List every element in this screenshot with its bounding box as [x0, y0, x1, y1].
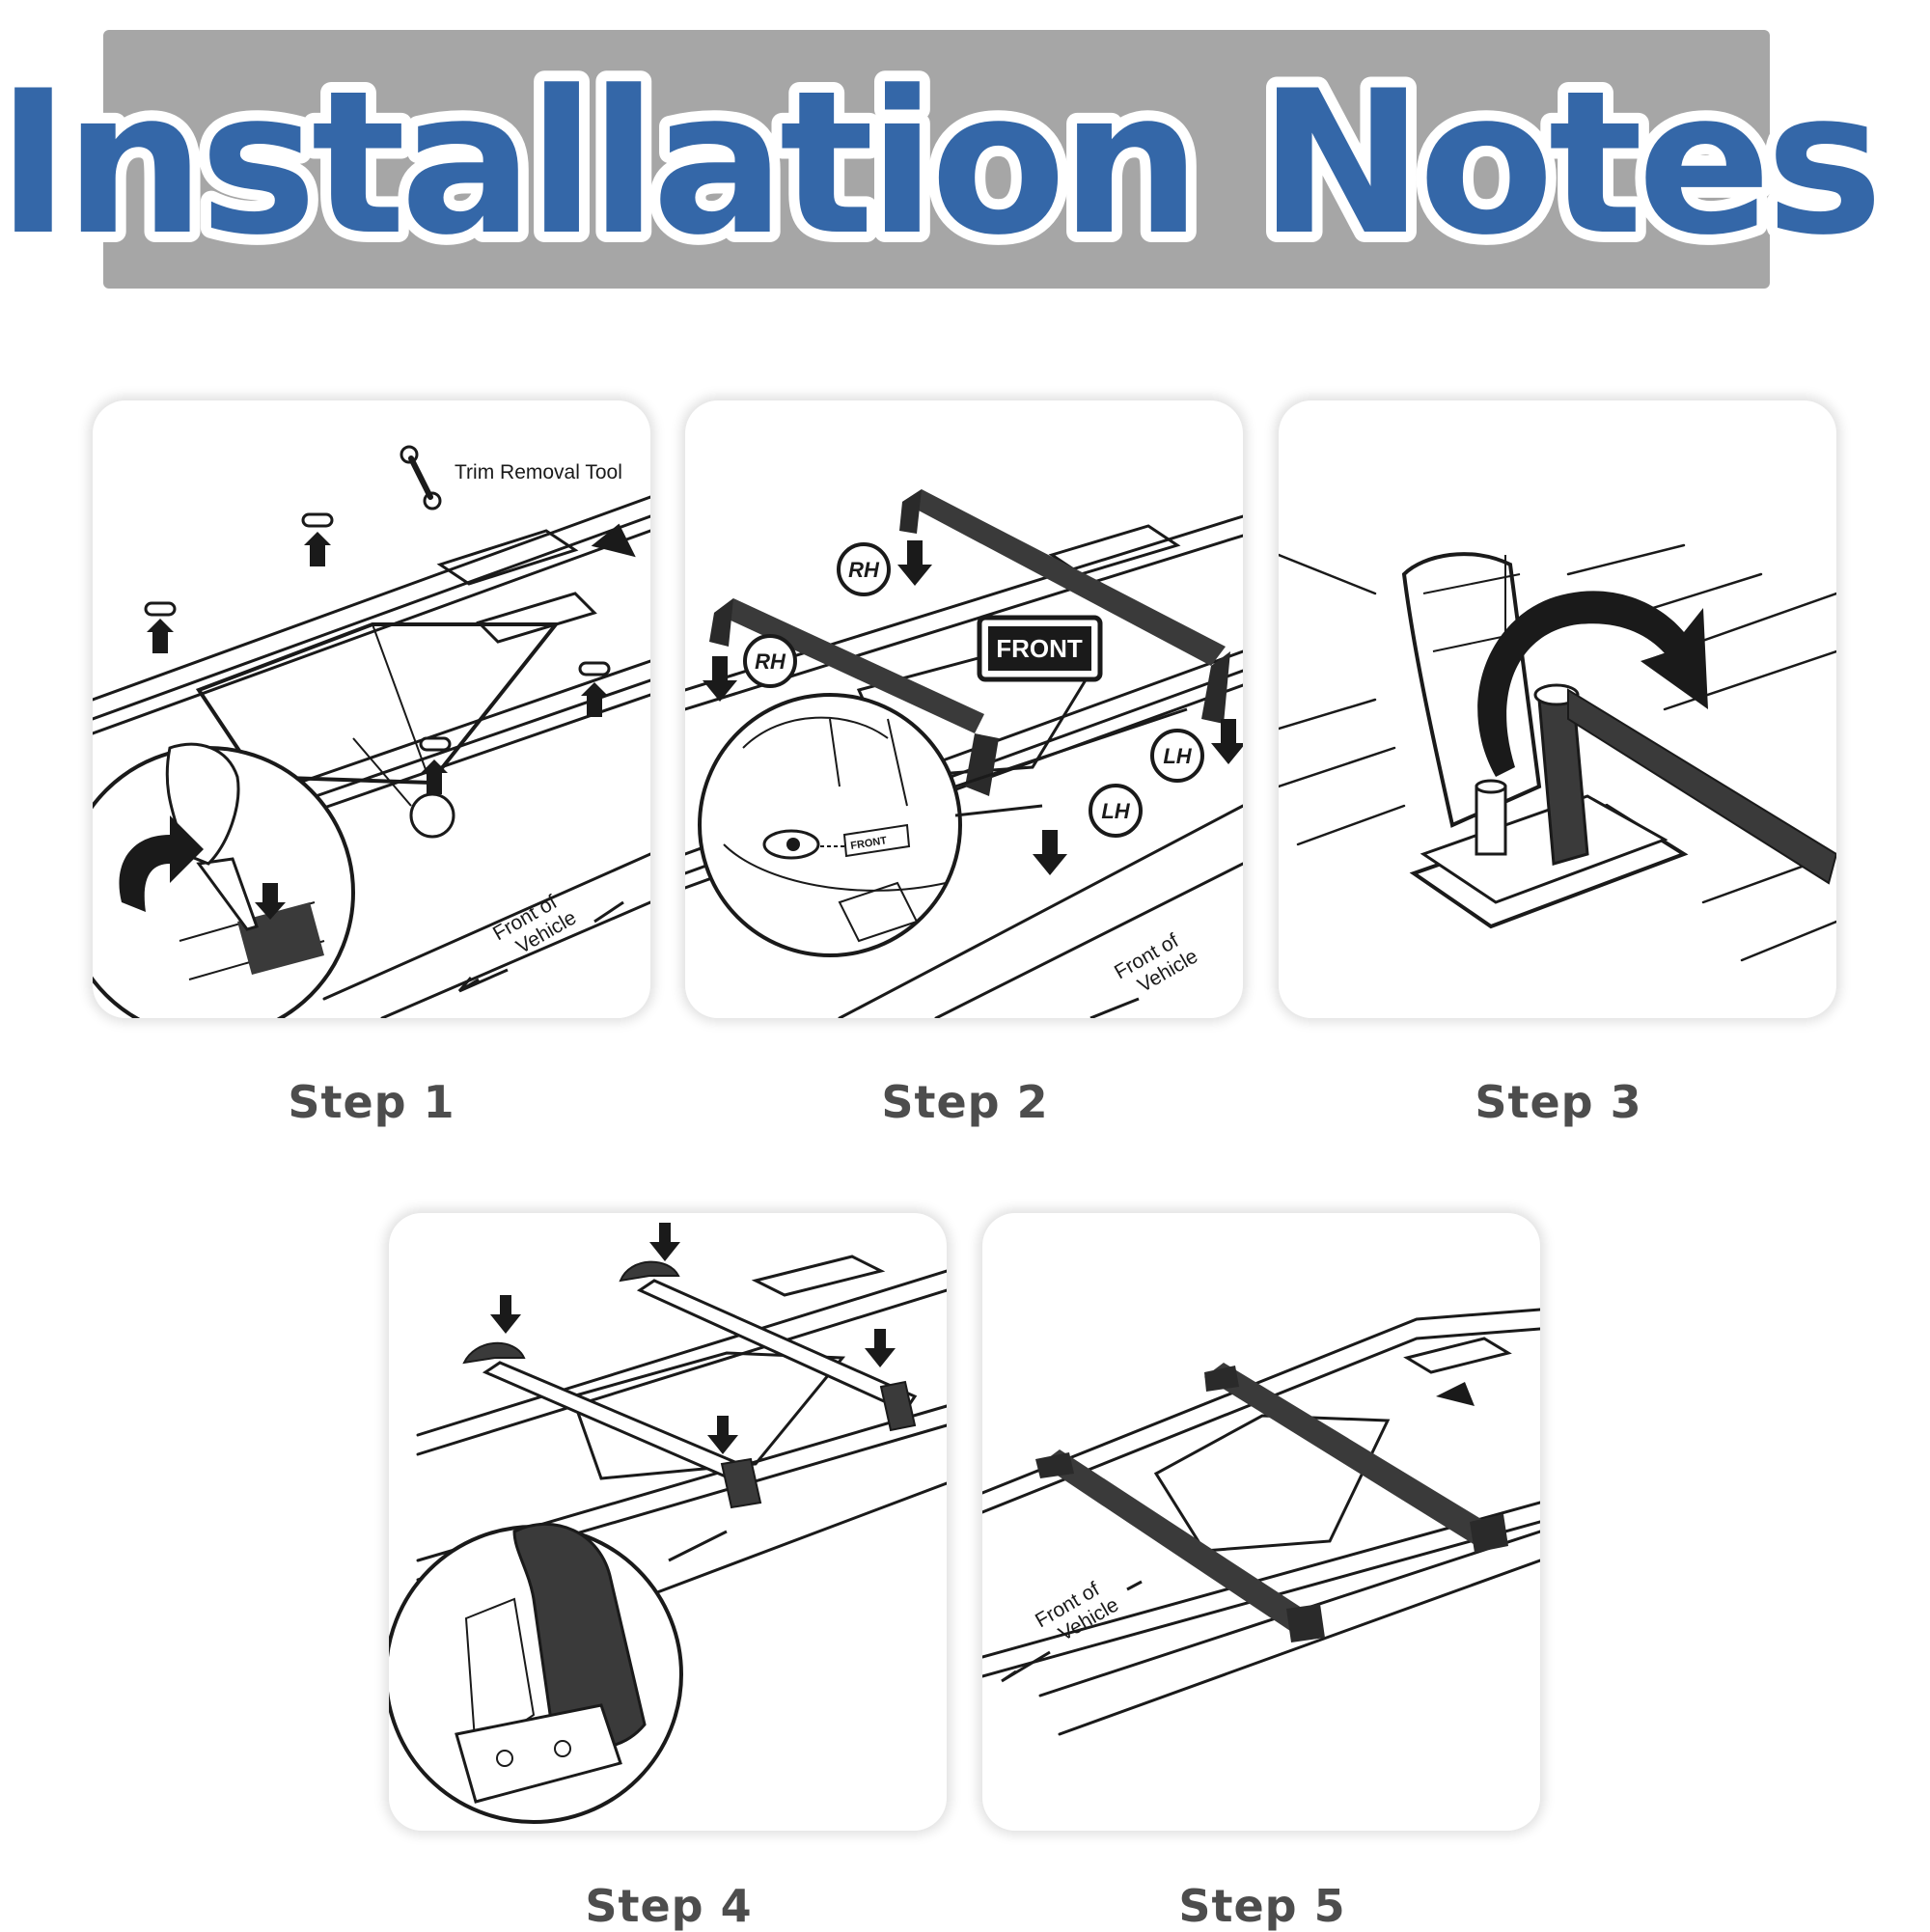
- lh-badge-1: LH: [1150, 729, 1204, 783]
- lh-badge-2: LH: [1089, 784, 1143, 838]
- front-box-label: FRONT: [996, 634, 1083, 663]
- wrench-icon: [400, 445, 442, 511]
- rh-badge-2: RH: [743, 634, 797, 688]
- front-dash: [593, 900, 624, 924]
- zoom-detail: [93, 742, 355, 1018]
- zoom-detail: FRONT: [698, 693, 962, 957]
- front-arrow: [457, 968, 509, 993]
- crossbars: [709, 489, 1230, 796]
- step-3-illustration: [1279, 543, 1836, 962]
- rh-label-2: RH: [755, 649, 786, 674]
- down-arrows: [703, 540, 1243, 875]
- front-arrow: [1001, 1580, 1143, 1683]
- step-1-panel: Trim Removal Tool Front of Vehicle: [93, 400, 650, 1018]
- wrench-tool: [1533, 683, 1836, 885]
- front-box: FRONT: [977, 615, 1103, 682]
- step-1-caption: Step 1: [288, 1076, 455, 1128]
- step-2-illustration: RH RH LH LH FRONT F: [685, 489, 1243, 1018]
- title-outline: Installation Notes: [0, 49, 1877, 279]
- front-tag-label: FRONT: [850, 835, 889, 852]
- step-4-caption: Step 4: [585, 1880, 753, 1932]
- lh-label-2: LH: [1101, 799, 1130, 823]
- rh-label-1: RH: [848, 558, 880, 582]
- title-text: Installation Notes: [0, 49, 1877, 279]
- step-5-caption: Step 5: [1178, 1880, 1346, 1932]
- step-2-caption: Step 2: [881, 1076, 1049, 1128]
- step-2-panel: RH RH LH LH FRONT F: [685, 400, 1243, 1018]
- title-banner: [103, 30, 1770, 289]
- lh-label-1: LH: [1163, 744, 1192, 768]
- front-of-vehicle-note: Front of Vehicle: [1111, 929, 1201, 997]
- down-arrows: [490, 1223, 896, 1454]
- step-5-illustration: Front of Vehicle: [982, 1308, 1540, 1736]
- step-3-caption: Step 3: [1475, 1076, 1642, 1128]
- step-3-panel: [1279, 400, 1836, 1018]
- foot-assembly: [1401, 552, 1689, 929]
- trim-removal-tool-label: Trim Removal Tool: [455, 461, 622, 483]
- page-title: Installation Notes Installation Notes: [0, 30, 1893, 290]
- rotation-arrow: [1477, 591, 1708, 777]
- zoom-detail: [389, 1522, 683, 1824]
- step-4-panel: [389, 1213, 947, 1831]
- foot-covers: [462, 1260, 917, 1509]
- step-5-panel: Front of Vehicle: [982, 1213, 1540, 1831]
- title-graphic: Installation Notes Installation Notes: [0, 39, 1893, 290]
- crossbars: [1035, 1363, 1508, 1642]
- step-4-illustration: [389, 1223, 947, 1824]
- rh-badge-1: RH: [837, 542, 891, 596]
- clip-markers: [144, 512, 611, 794]
- step-1-illustration: Trim Removal Tool Front of Vehicle: [93, 445, 650, 1018]
